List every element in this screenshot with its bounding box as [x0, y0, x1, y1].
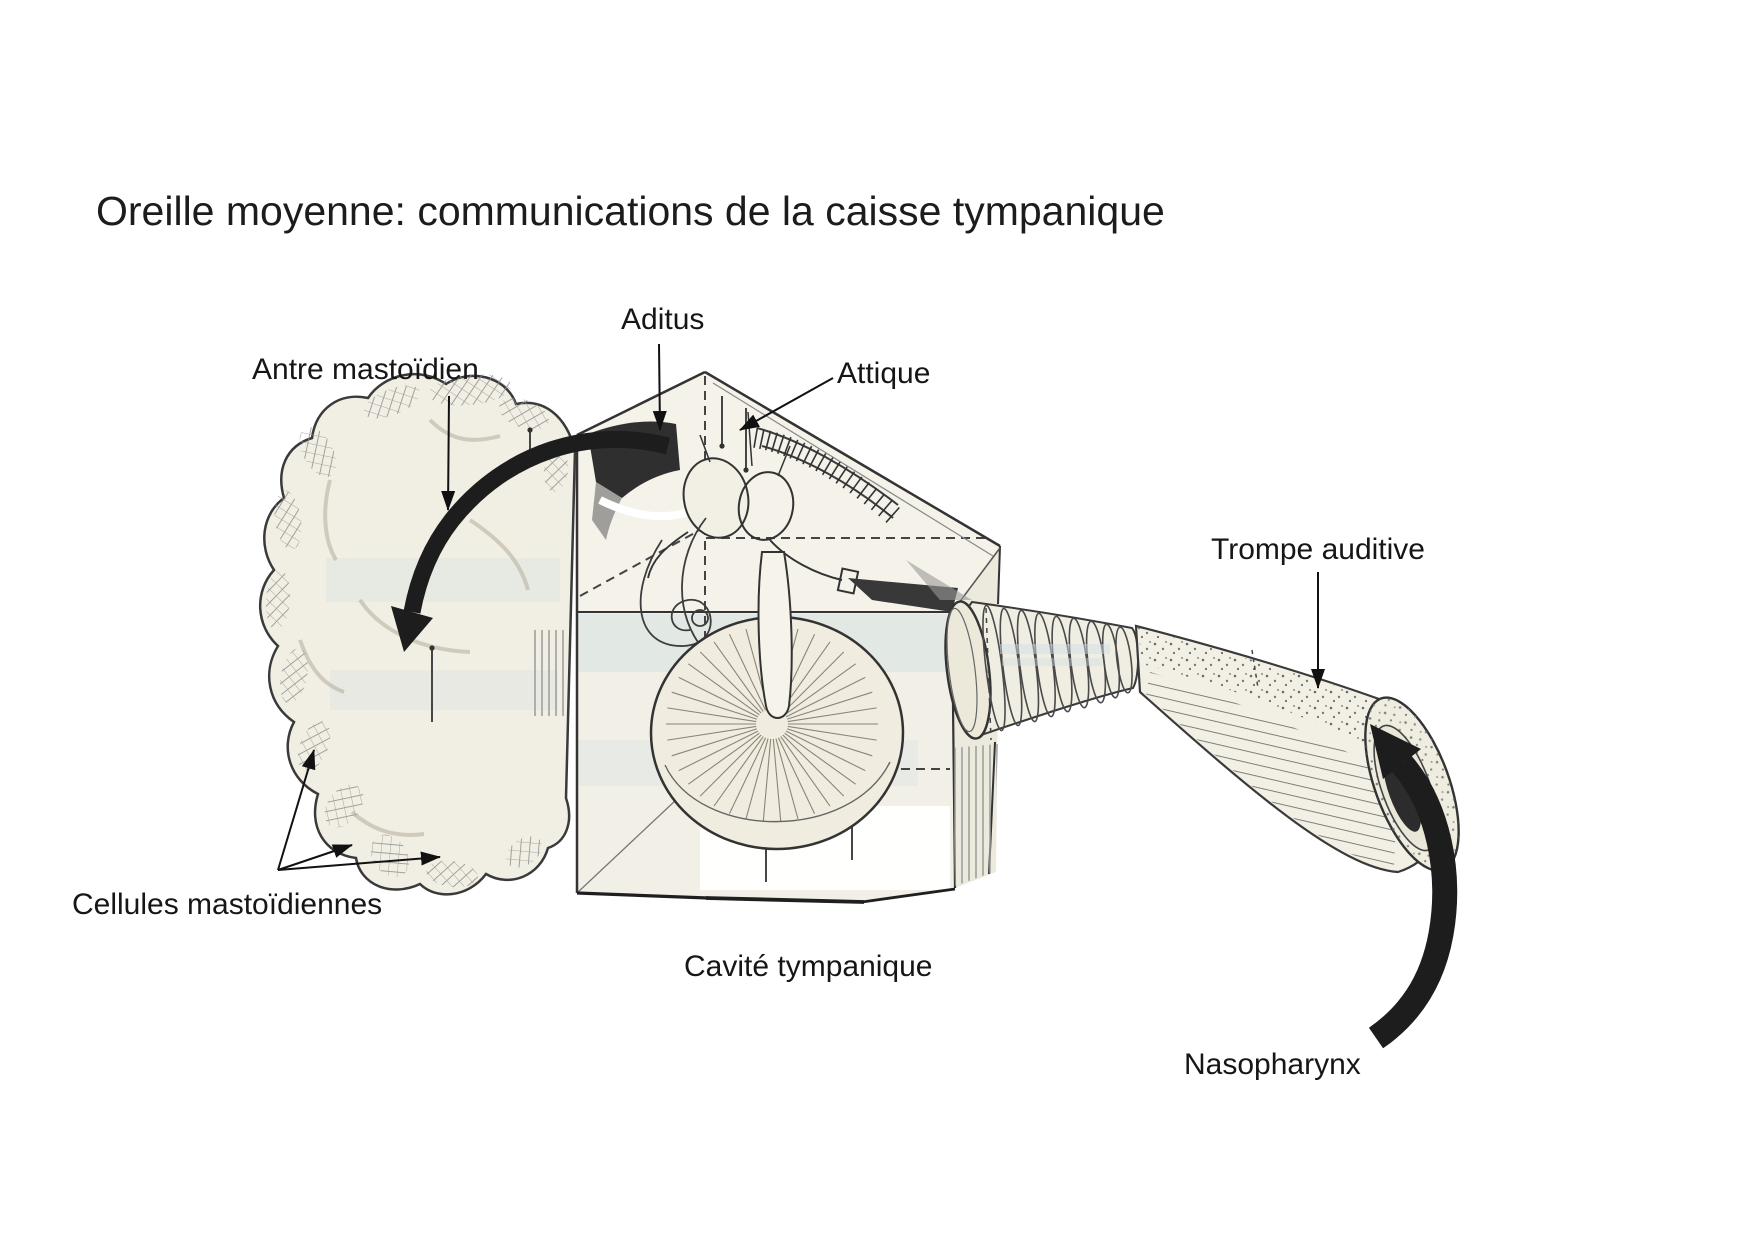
- slide-title: Oreille moyenne: communications de la ca…: [96, 188, 1165, 234]
- antrum-flow-arrow: [391, 431, 671, 652]
- ossicles: [647, 411, 860, 595]
- chorda-tympani-curves: [639, 517, 712, 653]
- label-cavite-tympanique: Cavité tympanique: [684, 950, 933, 983]
- antre-arrow: [441, 395, 456, 511]
- label-aditus: Aditus: [621, 303, 705, 336]
- nasopharynx-flow-arrow: [1368, 724, 1458, 1049]
- label-attique: Attique: [837, 357, 931, 390]
- attic-striated-band: [753, 427, 900, 523]
- cellules-arrows: [277, 749, 441, 871]
- aditus-arrow: [652, 343, 667, 431]
- label-trompe-auditive: Trompe auditive: [1211, 533, 1425, 566]
- malleus-handle: [757, 551, 793, 719]
- label-antre-mastoidien: Antre mastoïdien: [252, 353, 479, 386]
- label-cellules-mastoidiennes: Cellules mastoïdiennes: [72, 888, 383, 921]
- funnel-ribs: [982, 604, 1133, 732]
- label-nasopharynx: Nasopharynx: [1184, 1048, 1361, 1081]
- attique-arrow: [739, 377, 834, 431]
- tympanic-cavity-box: [575, 370, 1001, 904]
- tympanic-membrane: [649, 551, 905, 851]
- mastoid-hatch-patches: [265, 374, 569, 888]
